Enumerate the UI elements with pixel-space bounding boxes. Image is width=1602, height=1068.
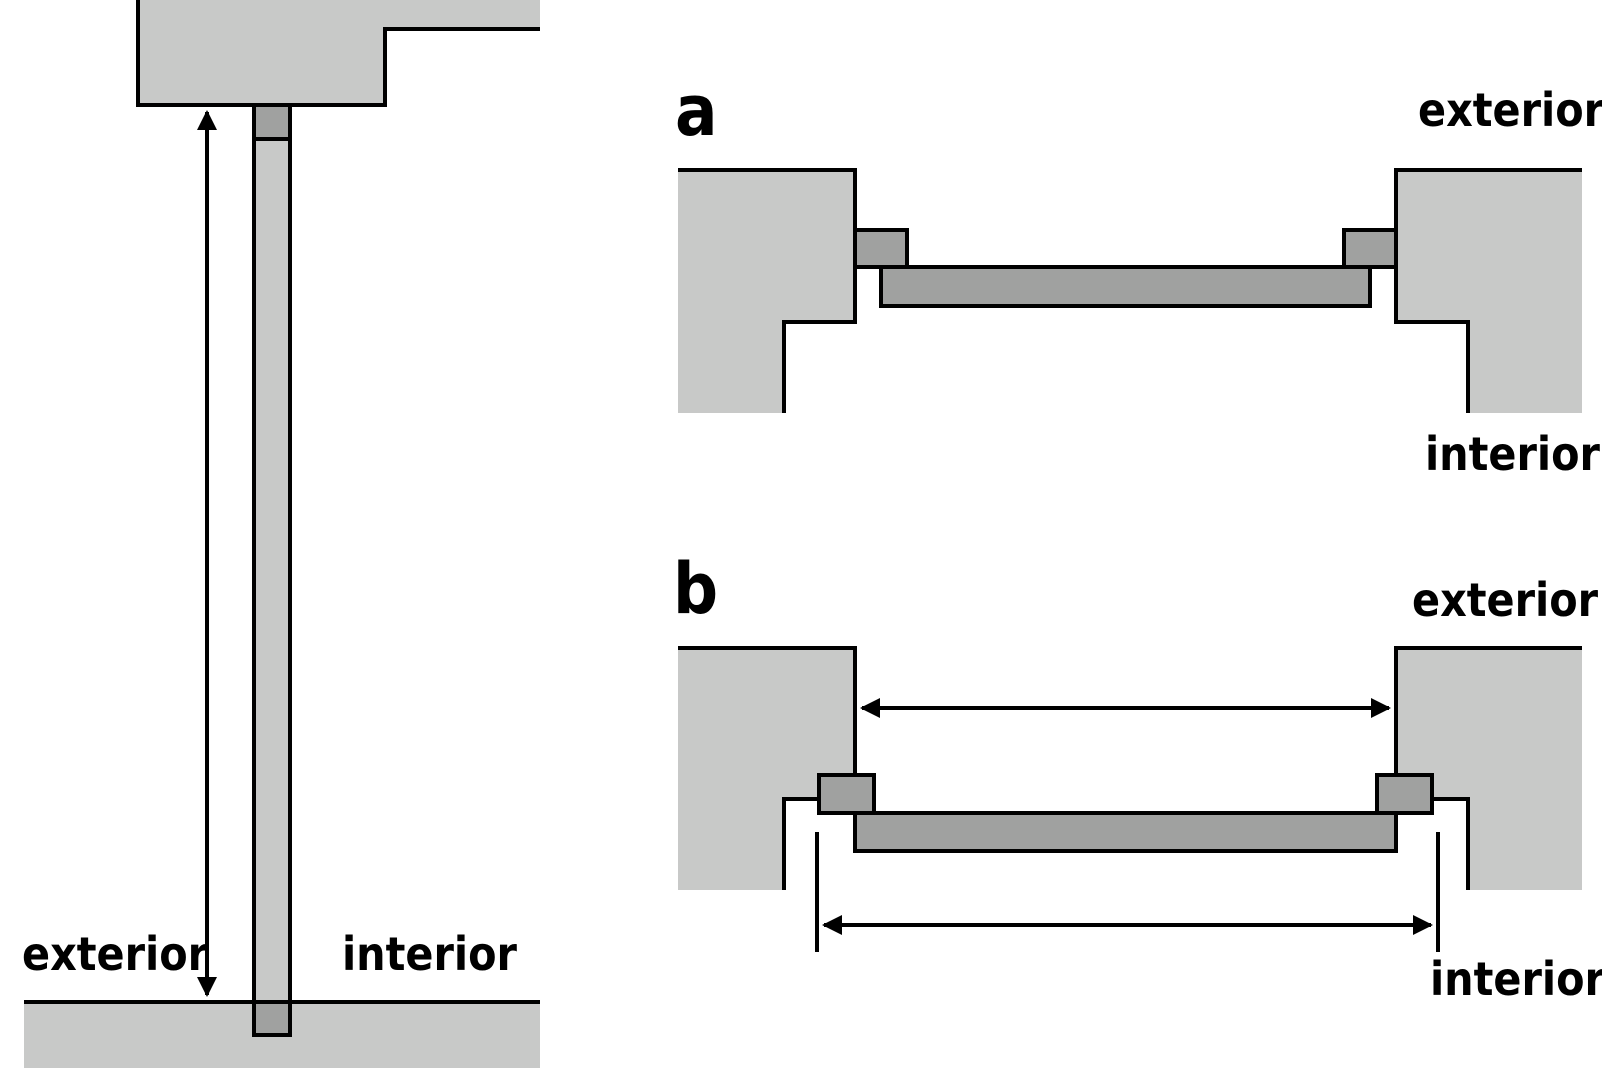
detail-b-right-wall xyxy=(1396,648,1582,890)
detail-a-right-wall xyxy=(1396,170,1582,413)
detail-a-interior-label: interior xyxy=(1425,427,1601,481)
door-leaf-edge xyxy=(252,103,292,1037)
elevation-view: exterior interior xyxy=(22,0,540,1068)
detail-b-exterior-label: exterior xyxy=(1412,573,1599,627)
elevation-interior-label: interior xyxy=(342,927,518,981)
door-top-block xyxy=(252,103,292,141)
door-bottom-block xyxy=(252,1000,292,1037)
detail-b-door-leaf xyxy=(853,811,1398,853)
detail-a-exterior-label: exterior xyxy=(1418,83,1602,137)
detail-b-letter: b xyxy=(673,548,718,630)
detail-b-left-wall xyxy=(678,648,855,890)
detail-b-left-frame xyxy=(817,773,876,815)
detail-a-door-leaf xyxy=(879,265,1372,308)
detail-a: a exterior interior xyxy=(675,70,1602,481)
lintel-outline xyxy=(136,0,540,107)
elevation-exterior-label: exterior xyxy=(22,927,209,981)
detail-a-right-frame xyxy=(1342,228,1398,269)
detail-b: b exterior interior xyxy=(673,548,1602,1006)
detail-a-letter: a xyxy=(675,70,718,152)
lintel-wall xyxy=(138,0,540,105)
detail-b-interior-label: interior xyxy=(1430,952,1602,1006)
detail-a-right-wall-outline xyxy=(1394,168,1582,413)
detail-a-left-wall-outline xyxy=(678,168,857,413)
detail-a-left-frame xyxy=(853,228,909,269)
detail-a-left-wall xyxy=(678,170,855,413)
detail-b-right-frame xyxy=(1375,773,1434,815)
